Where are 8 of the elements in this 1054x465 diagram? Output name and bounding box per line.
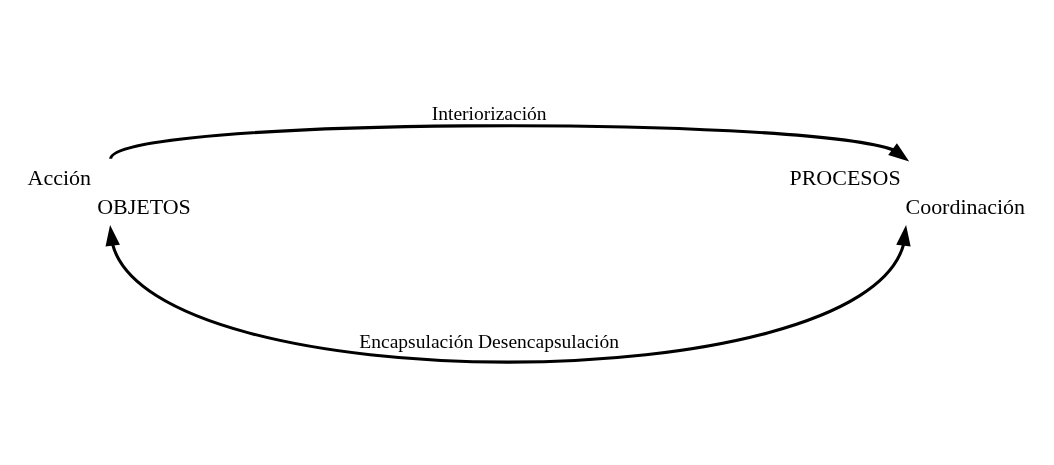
node-label: Coordinación xyxy=(905,193,1026,219)
edge-label: Interiorización xyxy=(431,102,547,124)
node-text: OBJETOS xyxy=(97,193,191,219)
edge-label: Encapsulación Desencapsulación xyxy=(359,330,619,352)
arrow xyxy=(105,224,911,363)
node-label: Acción xyxy=(27,164,92,190)
node-text: PROCESOS xyxy=(789,164,901,190)
arrow xyxy=(109,123,910,162)
